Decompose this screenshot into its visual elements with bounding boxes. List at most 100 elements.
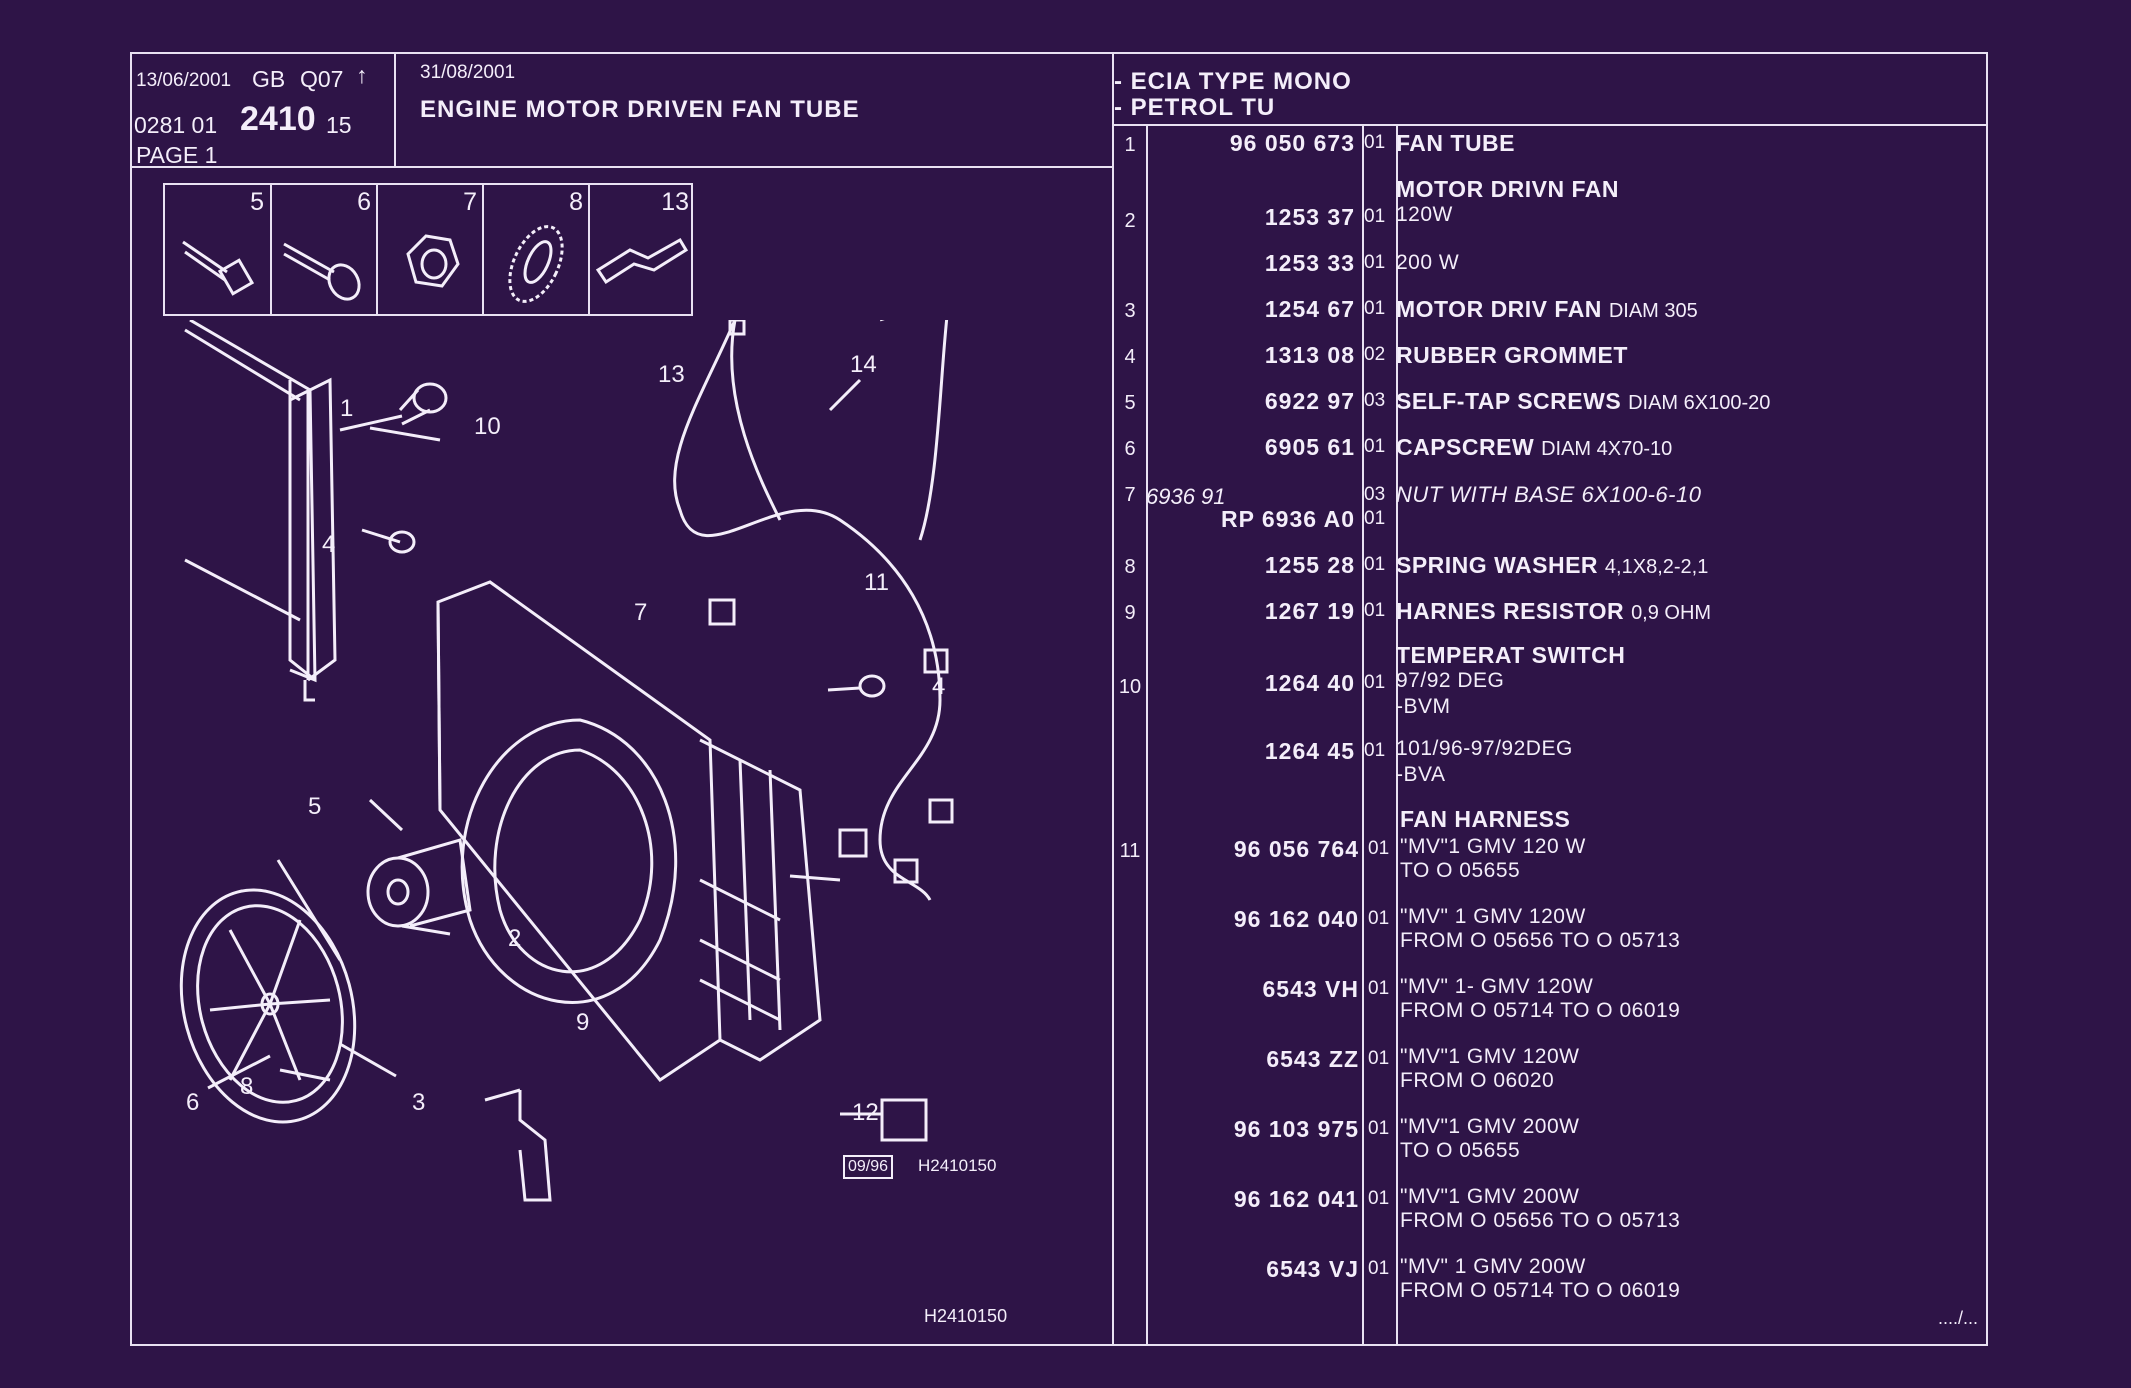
row-subtext: 200 W xyxy=(1396,251,1460,274)
row-ref: 10 xyxy=(1118,676,1142,698)
desc-dimension: 0,9 OHM xyxy=(1631,602,1712,624)
thumb-number: 7 xyxy=(463,188,477,216)
row-part-number: 96 056 764 xyxy=(1233,836,1359,862)
thumb-divider xyxy=(588,183,590,315)
row-qty: 01 xyxy=(1364,252,1386,273)
row-qty: 01 xyxy=(1368,1188,1390,1209)
row-part-number-alt: 6936 91 xyxy=(1146,484,1226,509)
thumb-divider xyxy=(482,183,484,315)
row-part-number: 1254 67 xyxy=(1264,296,1355,322)
column-divider-main xyxy=(1112,54,1114,1346)
row-part-number: 1255 28 xyxy=(1264,552,1355,578)
desc-dimension: DIAM 4X70-10 xyxy=(1541,438,1673,460)
row-subtext-2: FROM O 06020 xyxy=(1400,1069,1555,1092)
row-subtext-2: FROM O 05656 TO O 05713 xyxy=(1400,929,1681,952)
thumb-divider xyxy=(376,183,378,315)
row-subtext-2: TO O 05655 xyxy=(1400,1139,1521,1162)
row-subtext: "MV" 1 GMV 120W xyxy=(1400,905,1586,928)
row-part-number: 1313 08 xyxy=(1264,342,1355,368)
thumb-washer: 8 xyxy=(484,184,589,314)
row-ref: 1 xyxy=(1124,134,1136,156)
exploded-diagram: 1 2 3 4 4 5 6 8 7 9 10 11 12 13 14 xyxy=(179,320,954,1202)
callout-10: 10 xyxy=(474,413,501,440)
header-ref-suffix: 15 xyxy=(326,112,352,138)
row-subtext-2: TO O 05655 xyxy=(1400,859,1521,882)
row-subtext-2: FROM O 05656 TO O 05713 xyxy=(1400,1209,1681,1232)
capscrew-icon xyxy=(283,242,361,301)
nut-icon xyxy=(406,234,460,288)
row-ref: 9 xyxy=(1124,602,1136,624)
row-part-number: RP 6936 A0 xyxy=(1220,506,1355,532)
row-part-number: 6543 ZZ xyxy=(1266,1046,1359,1072)
row-ref: 6 xyxy=(1124,438,1136,460)
row-ref: 7 xyxy=(1124,484,1136,506)
row-qty: 01 xyxy=(1368,1118,1390,1139)
desc-text: SELF-TAP SCREWS xyxy=(1396,388,1622,414)
row-description: MOTOR DRIVN FAN xyxy=(1396,176,1620,202)
row-qty: 03 xyxy=(1364,484,1386,505)
row-ref: 2 xyxy=(1124,210,1136,232)
row-subtext: "MV"1 GMV 120 W xyxy=(1400,835,1586,858)
desc-dimension: DIAM 6X100-20 xyxy=(1628,392,1771,414)
washer-icon xyxy=(508,225,564,303)
row-part-number: 1264 40 xyxy=(1264,670,1355,696)
row-ref: 4 xyxy=(1124,346,1136,368)
thumb-divider xyxy=(270,183,272,315)
row-description: SPRING WASHER 4,1X8,2-2,1 xyxy=(1396,552,1708,579)
callout-14: 14 xyxy=(850,351,877,378)
row-qty: 01 xyxy=(1364,740,1386,761)
thumb-number: 13 xyxy=(661,188,689,216)
row-description: FAN HARNESS xyxy=(1400,806,1571,832)
row-part-number: 96 103 975 xyxy=(1233,1116,1359,1142)
row-subtext: 97/92 DEG xyxy=(1396,669,1505,692)
callout-7: 7 xyxy=(634,599,647,626)
callout-4: 4 xyxy=(322,531,335,558)
row-qty: 01 xyxy=(1368,978,1390,999)
applicability-line-2: - PETROL TU xyxy=(1114,94,1276,121)
header-lang: GB xyxy=(252,66,286,92)
desc-text: CAPSCREW xyxy=(1396,434,1535,460)
row-description: RUBBER GROMMET xyxy=(1396,342,1628,368)
row-qty: 01 xyxy=(1364,206,1386,227)
row-description: TEMPERAT SWITCH xyxy=(1396,642,1626,668)
thumb-number: 8 xyxy=(569,188,583,216)
row-qty: 01 xyxy=(1364,554,1386,575)
row-ref: 3 xyxy=(1124,300,1136,322)
row-qty: 01 xyxy=(1364,132,1386,153)
row-ref: 11 xyxy=(1119,840,1141,862)
row-subtext: "MV" 1- GMV 120W xyxy=(1400,975,1594,998)
table-col-qty-left xyxy=(1362,124,1364,1346)
thumb-nut: 7 xyxy=(378,184,483,314)
parts-sheet xyxy=(130,52,1988,1346)
row-part-number: 1267 19 xyxy=(1264,598,1355,624)
row-part-number: 6922 97 xyxy=(1264,388,1355,414)
row-qty: 03 xyxy=(1364,390,1386,411)
thumb-clip: 13 xyxy=(590,184,695,314)
row-qty: 01 xyxy=(1364,600,1386,621)
row-description: HARNES RESISTOR 0,9 OHM xyxy=(1396,598,1711,625)
callout-13: 13 xyxy=(658,361,685,388)
row-part-number: 96 050 673 xyxy=(1229,130,1355,156)
row-subtext: "MV"1 GMV 200W xyxy=(1400,1115,1580,1138)
callout-6: 6 xyxy=(186,1089,199,1116)
applicability-line-1: - ECIA TYPE MONO xyxy=(1114,68,1352,95)
row-part-number: 1253 33 xyxy=(1264,250,1355,276)
thumb-capscrew: 6 xyxy=(272,184,377,314)
row-subtext-2: FROM O 05714 TO O 06019 xyxy=(1400,999,1681,1022)
row-ref: 5 xyxy=(1124,392,1136,414)
header-date-left: 13/06/2001 xyxy=(136,70,232,91)
header-divider-left xyxy=(394,54,396,166)
diagram-stamp-ref: H2410150 xyxy=(918,1156,997,1175)
desc-dimension: DIAM 305 xyxy=(1608,300,1698,322)
continuation-mark: ..../... xyxy=(1938,1308,1979,1328)
row-description: NUT WITH BASE 6X100-6-10 xyxy=(1396,482,1702,507)
callout-1: 1 xyxy=(340,395,353,422)
row-description: CAPSCREW DIAM 4X70-10 xyxy=(1396,434,1672,461)
row-qty: 01 xyxy=(1368,1258,1390,1279)
row-ref: 8 xyxy=(1124,556,1136,578)
callout-5: 5 xyxy=(308,793,321,820)
callout-12: 12 xyxy=(852,1099,879,1126)
header-underline-left xyxy=(132,166,1112,168)
row-description: MOTOR DRIV FAN DIAM 305 xyxy=(1396,296,1698,323)
desc-dimension: 4,1X8,2-2,1 xyxy=(1604,556,1709,578)
